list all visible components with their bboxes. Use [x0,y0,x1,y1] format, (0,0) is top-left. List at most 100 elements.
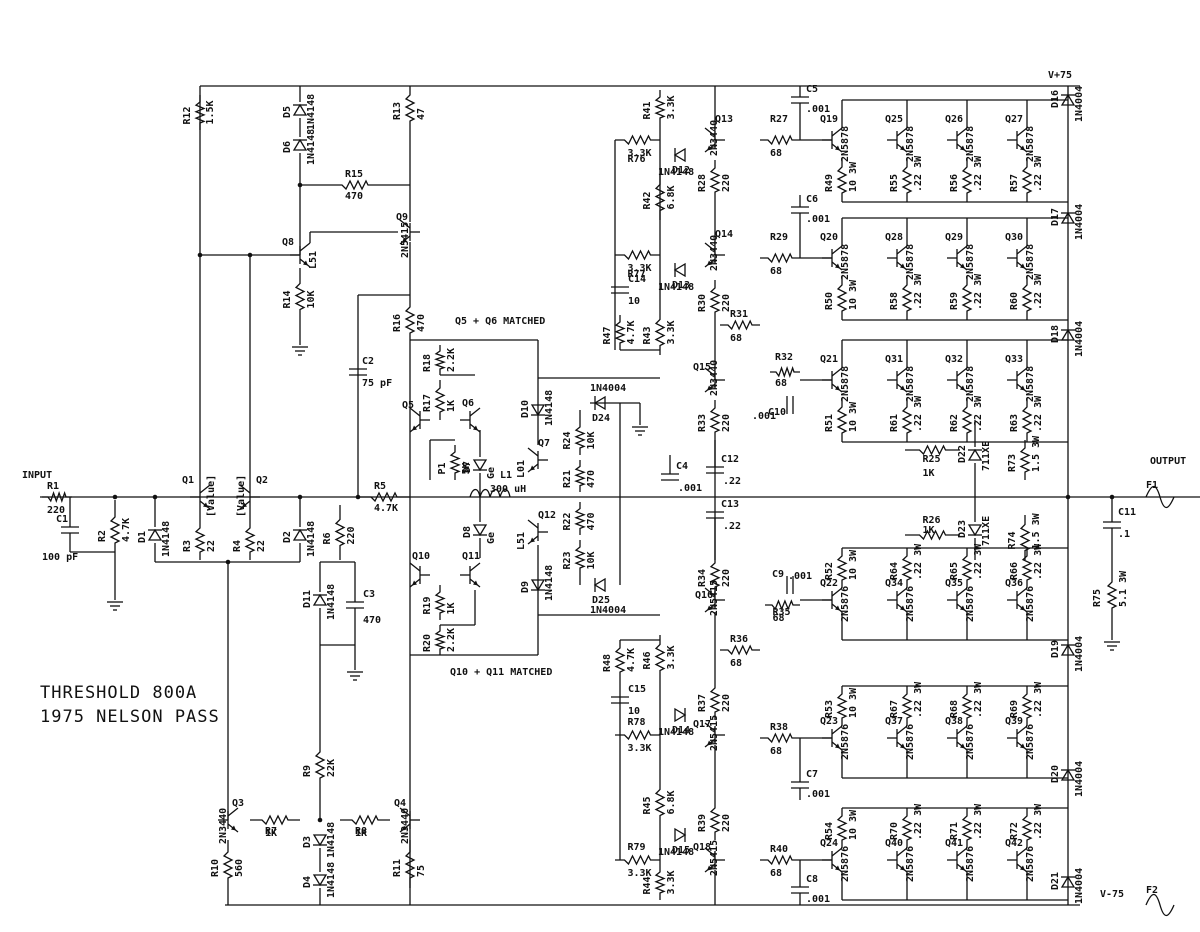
q20-transistor [822,245,843,271]
fuse-f1-label: F1 [1146,480,1158,491]
r66-resistor [1021,548,1033,588]
r66-val-label: .22 3W [1033,543,1044,580]
transistor-lead [1016,245,1028,255]
q22-ref-label: Q22 [820,578,838,589]
r6-resistor [334,505,346,560]
resistor-body [250,814,300,826]
transistor-lead [1016,367,1028,377]
resistor-body [654,780,666,825]
r23-ref-label: R23 [562,551,573,569]
d22-val-label: 711XE [981,441,992,471]
r76-resistor [615,134,660,146]
r20-ref-label: R20 [422,634,433,652]
resistor-body [615,729,660,741]
diode-triangle [967,524,983,537]
diode-triangle [147,528,163,541]
r6-ref-label: R6 [322,532,333,544]
d12-diode [673,147,686,163]
emitter-arrow [900,743,905,749]
resistor-body [961,398,973,442]
c10-capacitor [786,396,794,414]
q31-transistor [887,367,908,393]
c2-capacitor [349,368,367,376]
c3-val-label: 470 [363,615,381,626]
q27-val-label: 2N5878 [1025,126,1036,162]
ground-icon [632,426,648,436]
r17-val-label: 1K [446,400,457,412]
d20-diode [1060,768,1076,781]
c12-val-label: .22 [723,476,741,487]
q11-ref-label: Q11 [462,551,480,562]
q3-val-label: 2N3440 [218,808,229,844]
d21-diode [1060,875,1076,888]
r41-resistor [654,90,666,125]
q20-ref-label: Q20 [820,232,838,243]
r5-resistor [358,491,410,503]
d13-diode [673,262,686,278]
c9-ref-label: C9 [772,569,784,580]
q3-transistor [218,807,239,833]
title-line1: THRESHOLD 800A [40,683,197,703]
emitter-arrow [900,865,905,871]
diode-triangle [312,834,328,847]
q30-transistor [1007,245,1028,271]
q17-transistor [704,722,725,748]
diode-triangle [967,448,983,461]
q30-val-label: 2N5878 [1025,244,1036,280]
r53-ref-label: R53 [824,700,835,718]
resistor-body [404,86,416,130]
d25-val-label: 1N4004 [590,605,626,616]
transistor-lead [1016,847,1028,857]
r18-ref-label: R18 [422,354,433,372]
d15-diode [674,827,687,843]
c15-val-label: 10 [628,706,640,717]
q20-val-label: 2N5878 [840,244,851,280]
resistor-body [194,520,206,560]
d14-diode [674,707,687,723]
q13-transistor [704,127,725,153]
q32-transistor [947,367,968,393]
emitter-arrow [473,425,478,431]
r54-val-label: 10 3W [848,809,859,840]
q40-val-label: 2N5876 [905,846,916,882]
r22-ref-label: R22 [562,512,573,530]
resistor-body [905,444,960,456]
r30-val-label: 220 [721,294,732,312]
r37-ref-label: R37 [697,694,708,712]
r79-resistor [615,854,660,866]
transistor-lead [299,242,311,252]
r74-ref-label: R74 [1007,531,1018,549]
r9-resistor [314,740,326,790]
q15-ref-label: Q15 [693,362,711,373]
r32-ref-label: R32 [775,352,793,363]
d8-diode [472,524,488,537]
r57-resistor [1021,158,1033,202]
resistor-body [434,345,446,375]
q29-ref-label: Q29 [945,232,963,243]
d5-val-label: 1N4148 [306,94,317,130]
resistor-body [358,491,410,503]
q39-ref-label: Q39 [1005,716,1023,727]
c12-capacitor [706,466,724,474]
q33-transistor [1007,367,1028,393]
q28-transistor [887,245,908,271]
r64-ref-label: R64 [889,562,900,580]
resistor-body [574,502,586,535]
d9-val-label: 1N4148 [544,565,555,601]
d7-diode [472,459,488,472]
r4-resistor [244,520,256,560]
transistor-lead [527,447,539,457]
ground-icon [292,346,308,356]
r10-val-label: 560 [234,859,245,877]
diode-triangle [292,528,308,541]
resistor-body [404,295,416,345]
r35-resistor [765,599,800,611]
l1-val-label: 300 uH [490,484,526,495]
q10-transistor [409,562,430,588]
c11-ref-label: C11 [1118,507,1136,518]
emitter-arrow [960,865,965,871]
transistor-lead [1016,725,1028,735]
r63-val-label: .22 3W [1033,395,1044,432]
q15-val-label: 2N3440 [709,360,720,396]
r75-val-label: 5.1 3W [1118,570,1129,607]
